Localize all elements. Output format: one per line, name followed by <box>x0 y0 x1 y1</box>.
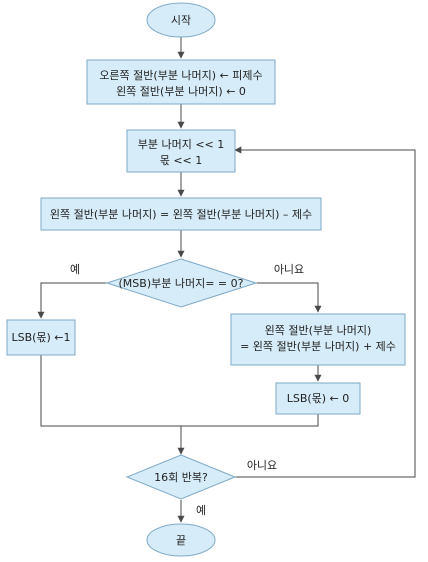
node-start: 시작 <box>146 2 216 38</box>
end-label: 끝 <box>176 534 186 547</box>
shift-line-1: 부분 나머지 << 1 <box>138 138 225 151</box>
init-process-box <box>86 59 276 105</box>
edge-labels: 예 아니요 아니요 예 <box>70 263 304 517</box>
edge-loop-back <box>234 146 416 478</box>
node-end: 끝 <box>146 523 216 557</box>
set-one-process-box <box>6 319 76 356</box>
node-init: 오른쪽 절반(부분 나머지) ← 피제수 왼쪽 절반(부분 나머지) ← 0 <box>86 59 276 105</box>
set-zero-label: LSB(몫) ← 0 <box>287 392 350 405</box>
restore-line-1: 왼쪽 절반(부분 나머지) <box>265 323 372 337</box>
edge-msb-no-branch <box>256 282 322 313</box>
loop-check-label: 16회 반복? <box>154 471 208 484</box>
subtract-process-box <box>40 197 322 231</box>
set-one-label: LSB(몫) ←1 <box>11 331 70 344</box>
loop-yes-label: 예 <box>196 504 206 517</box>
start-label: 시작 <box>171 14 191 27</box>
node-shift: 부분 나머지 << 1 몫 << 1 <box>126 129 236 173</box>
node-set-zero: LSB(몫) ← 0 <box>275 382 361 415</box>
edges <box>37 36 416 523</box>
set-zero-process-box <box>275 382 361 415</box>
restore-process-box <box>230 313 406 366</box>
restore-line-2: = 왼쪽 절반(부분 나머지) + 제수 <box>240 339 396 353</box>
node-subtract: 왼쪽 절반(부분 나머지) = 왼쪽 절반(부분 나머지) – 제수 <box>40 197 322 231</box>
loop-check-decision-diamond <box>125 454 237 500</box>
shift-process-box <box>126 129 236 173</box>
subtract-label: 왼쪽 절반(부분 나머지) = 왼쪽 절반(부분 나머지) – 제수 <box>50 207 312 221</box>
msb-check-decision-diamond <box>105 258 258 308</box>
node-msb-check: (MSB)부분 나머지= = 0? <box>105 258 258 308</box>
edge-set-one-merge <box>40 355 319 427</box>
msb-yes-label: 예 <box>70 263 80 276</box>
loop-no-label: 아니요 <box>247 459 277 472</box>
node-loop-check: 16회 반복? <box>125 454 237 500</box>
msb-no-label: 아니요 <box>274 263 304 276</box>
shift-line-2: 몫 << 1 <box>160 154 203 167</box>
start-terminal-shape <box>146 2 216 38</box>
node-set-one: LSB(몫) ←1 <box>6 319 76 356</box>
edge-msb-yes-branch <box>37 282 107 319</box>
init-line-1: 오른쪽 절반(부분 나머지) ← 피제수 <box>99 69 262 82</box>
init-line-2: 왼쪽 절반(부분 나머지) ← 0 <box>116 84 246 98</box>
msb-check-label: (MSB)부분 나머지= = 0? <box>119 277 244 290</box>
node-restore: 왼쪽 절반(부분 나머지) = 왼쪽 절반(부분 나머지) + 제수 <box>230 313 406 366</box>
end-terminal-shape <box>146 523 216 557</box>
